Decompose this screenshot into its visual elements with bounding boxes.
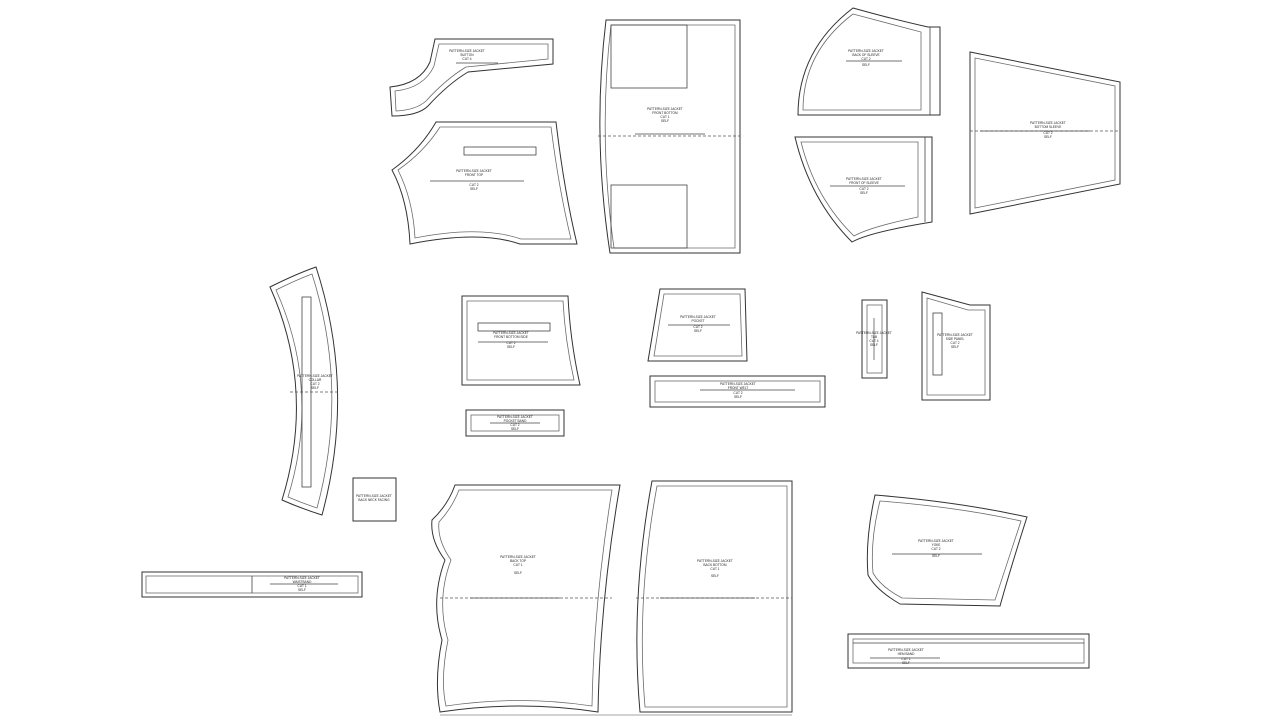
piece-name: FRONT BOTTOM (652, 111, 678, 115)
pattern-piece-back-top: PATTERN-SIZE JACKET BACK TOP CUT 1 SELF (431, 484, 621, 713)
pattern-piece-tab: PATTERN-SIZE JACKET TAB CUT 4 SELF (856, 299, 892, 379)
piece-name: FRONT TOP (465, 173, 483, 177)
piece-fabric: SELF (860, 191, 868, 195)
pattern-piece-front-bottom-side: PATTERN-SIZE JACKET FRONT BOTTOM SIDE CU… (461, 295, 581, 386)
piece-fabric: SELF (694, 329, 702, 333)
piece-name: FRONT BOTTOM SIDE (494, 335, 528, 339)
piece-fabric: SELF (711, 574, 719, 578)
piece-cut: CUT 2 (310, 382, 319, 386)
pattern-piece-front-bottom: PATTERN-SIZE JACKET FRONT BOTTOM CUT 1 S… (598, 19, 741, 254)
piece-name: COLLAR (309, 378, 322, 382)
piece-title: PATTERN-SIZE JACKET (888, 648, 924, 652)
piece-title: PATTERN-SIZE JACKET (937, 333, 973, 337)
pattern-piece-hem-band: PATTERN-SIZE JACKET HEM BAND CUT 1 SELF (847, 633, 1090, 669)
piece-title: PATTERN-SIZE JACKET (1030, 121, 1066, 125)
piece-fabric: SELF (298, 588, 306, 592)
piece-title: PATTERN-SIZE JACKET (297, 374, 333, 378)
piece-cut: CUT 2 (506, 341, 515, 345)
piece-cut: CUT 1 (901, 657, 910, 661)
piece-name: YOKE (932, 543, 941, 547)
piece-name: BACK NECK FACING (358, 498, 390, 502)
piece-fabric: SELF (734, 395, 742, 399)
piece-title: PATTERN-SIZE JACKET (848, 49, 884, 53)
piece-title: PATTERN-SIZE JACKET (449, 49, 485, 53)
piece-fabric: SELF (470, 187, 478, 191)
pattern-piece-front-welt: PATTERN-SIZE JACKET FRONT WELT CUT 2 SEL… (649, 375, 826, 408)
piece-title: PATTERN-SIZE JACKET (856, 331, 892, 335)
piece-title: PATTERN-SIZE JACKET (284, 576, 320, 580)
pattern-piece-square: PATTERN-SIZE JACKET BACK NECK FACING (352, 477, 397, 522)
piece-title: PATTERN-SIZE JACKET (918, 539, 954, 543)
piece-title: PATTERN-SIZE JACKET (493, 331, 529, 335)
piece-name: BACK BOTTOM (703, 563, 726, 567)
piece-fabric: SELF (870, 343, 878, 347)
piece-fabric: SELF (902, 661, 910, 665)
pattern-piece-front-of-sleeve: PATTERN-SIZE JACKET FRONT OF SLEEVE CUT … (794, 136, 933, 243)
pattern-piece-front-top: PATTERN-SIZE JACKET FRONT TOP CUT 2 SELF (391, 121, 578, 245)
piece-fabric: SELF (932, 554, 940, 558)
piece-cut: CUT 1 (660, 115, 669, 119)
piece-name: FRONT OF SLEEVE (849, 181, 879, 185)
piece-cut: CUT 1 (710, 567, 719, 571)
pattern-piece-side-panel: PATTERN-SIZE JACKET SIDE PANEL CUT 2 SEL… (921, 291, 991, 401)
piece-fabric: SELF (511, 427, 519, 431)
piece-name: POCKET BAND (504, 419, 527, 423)
piece-cut: CUT 2 (733, 391, 742, 395)
piece-title: PATTERN-SIZE JACKET (846, 177, 882, 181)
piece-cut: CUT 2 (931, 547, 940, 551)
piece-name: POCKET (691, 319, 704, 323)
piece-cut: CUT 2 (950, 341, 959, 345)
pattern-piece-bottom-sleeve: PATTERN-SIZE JACKET BOTTOM SLEEVE CUT 2 … (969, 51, 1121, 215)
piece-fabric: SELF (951, 345, 959, 349)
pattern-piece-yoke: PATTERN-SIZE JACKET YOKE CUT 2 SELF (866, 494, 1028, 607)
piece-fabric: SELF (507, 345, 515, 349)
piece-name: BACK OF SLEEVE (852, 53, 879, 57)
piece-fabric: SELF (661, 119, 669, 123)
piece-title: PATTERN-SIZE JACKET (697, 559, 733, 563)
pattern-piece-collar: PATTERN-SIZE JACKET COLLAR CUT 2 SELF (269, 266, 339, 516)
piece-cut: CUT 2 (469, 183, 478, 187)
pattern-piece-back-bottom: PATTERN-SIZE JACKET BACK BOTTOM CUT 1 SE… (636, 480, 793, 713)
piece-cut: CUT 2 (859, 187, 868, 191)
pattern-piece-button: PATTERN-SIZE JACKET BUTTON CUT 4 (389, 38, 554, 117)
piece-name: BUTTON (460, 53, 474, 57)
piece-title: PATTERN-SIZE JACKET (500, 555, 536, 559)
piece-name: BOTTOM SLEEVE (1035, 125, 1062, 129)
piece-title: PATTERN-SIZE JACKET (456, 169, 492, 173)
piece-name: TAB (871, 335, 877, 339)
piece-name: HEM BAND (898, 652, 916, 656)
piece-title: PATTERN-SIZE JACKET (356, 494, 392, 498)
piece-cut: CUT 2 (693, 325, 702, 329)
piece-fabric: SELF (311, 386, 319, 390)
piece-fabric: SELF (514, 571, 522, 575)
piece-cut: CUT 4 (869, 339, 878, 343)
piece-cut: CUT 4 (462, 57, 471, 61)
piece-name: SIDE PANEL (946, 337, 965, 341)
piece-fabric: SELF (862, 63, 870, 67)
piece-cut: CUT 2 (1043, 131, 1052, 135)
piece-cut: CUT 2 (510, 423, 519, 427)
piece-title: PATTERN-SIZE JACKET (647, 107, 683, 111)
pattern-piece-back-of-sleeve: PATTERN-SIZE JACKET BACK OF SLEEVE CUT 2… (797, 7, 941, 116)
piece-name: BACK TOP (510, 559, 526, 563)
pattern-piece-pocket: PATTERN-SIZE JACKET POCKET CUT 2 SELF (647, 288, 748, 362)
piece-title: PATTERN-SIZE JACKET (720, 382, 756, 386)
pattern-piece-waistband: PATTERN-SIZE JACKET WAISTBAND CUT 1 SELF (141, 571, 363, 598)
piece-name: WAISTBAND (293, 580, 313, 584)
pattern-piece-pocket-band: PATTERN-SIZE JACKET POCKET BAND CUT 2 SE… (465, 409, 565, 437)
piece-fabric: SELF (1044, 135, 1052, 139)
piece-cut: CUT 1 (513, 563, 522, 567)
piece-title: PATTERN-SIZE JACKET (680, 315, 716, 319)
piece-title: PATTERN-SIZE JACKET (497, 415, 533, 419)
piece-cut: CUT 1 (297, 584, 306, 588)
piece-name: FRONT WELT (728, 386, 748, 390)
piece-cut: CUT 2 (861, 57, 870, 61)
